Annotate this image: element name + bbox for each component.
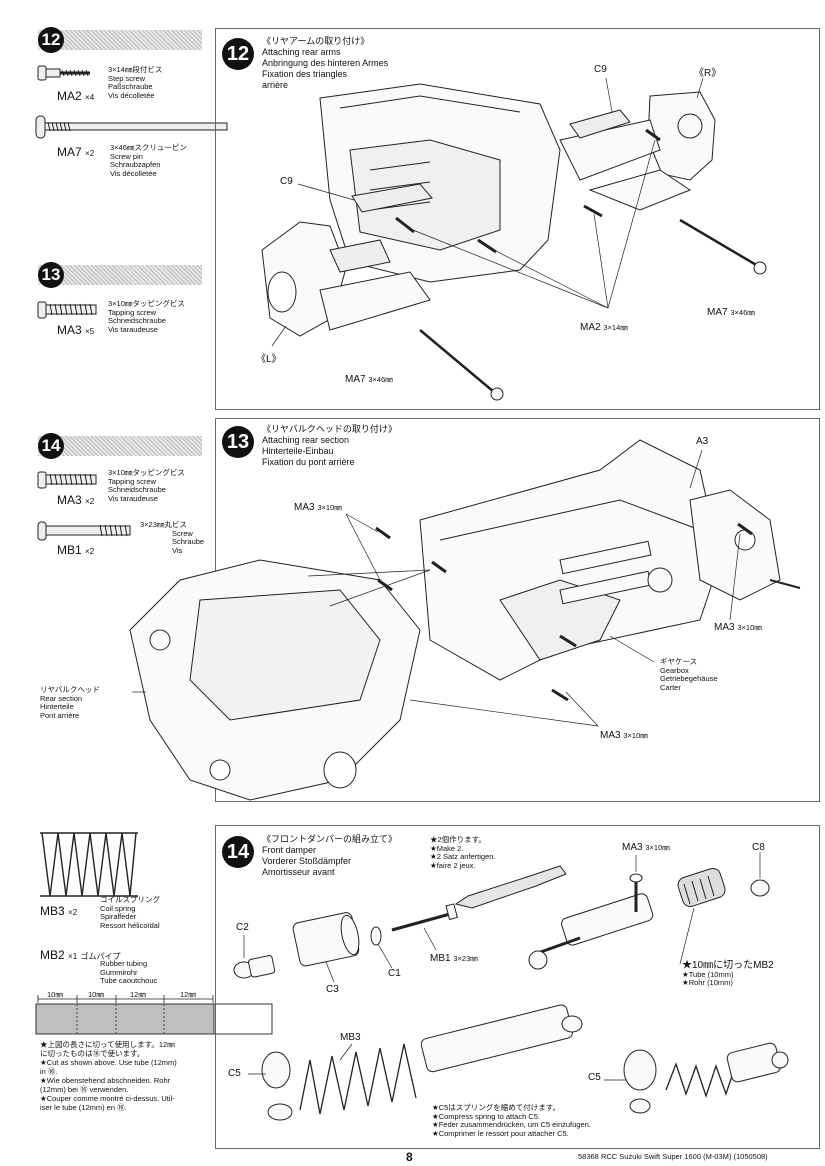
label-ma7: MA7 3×46㎜ [707, 307, 755, 318]
part-desc-ma3: 3×10㎜タッピングビス Tapping screw Schneidschrau… [108, 299, 185, 334]
label-a3: A3 [696, 436, 709, 447]
label-ma2: MA2 3×14㎜ [580, 322, 628, 333]
part-desc-ma2: 3×14㎜段付ビス Step screw Paßschraube Vis déc… [108, 65, 163, 100]
part-code-mb3: MB3 ×2 [40, 904, 78, 918]
label-ma3: MA3 3×10㎜ [600, 730, 648, 741]
tapping-screw-icon [37, 471, 97, 489]
label-c8: C8 [752, 842, 765, 853]
step-header-bar [38, 30, 202, 50]
model-code: 58368 RCC Suzuki Swift Super 1600 (M-03M… [578, 1152, 768, 1161]
part-code-ma2: MA2 ×4 [57, 89, 95, 103]
tapping-screw-icon [37, 301, 97, 319]
part-code-ma3: MA3 ×5 [57, 323, 95, 337]
compress-spring-note: ★C5はスプリングを縮めて付けます。 ★Compress spring to a… [432, 1103, 591, 1138]
part-desc-mb3: コイルスプリング Coil spring Spiralfeder Ressort… [100, 895, 160, 930]
step-12-title: 《リヤアームの取り付け》 Attaching rear arms Anbring… [262, 36, 389, 90]
cut-length-label: 10㎜ [88, 990, 104, 999]
part-code-mb2: MB2 ×1 ゴムパイプ [40, 948, 121, 962]
label-c2: C2 [236, 922, 249, 933]
label-ma3: MA3 3×10㎜ [294, 502, 342, 513]
cut-length-label: 12㎜ [130, 990, 146, 999]
label-ma7: MA7 3×46㎜ [345, 374, 393, 385]
part-desc-mb1: 3×23㎜丸ビス Screw Schraube Vis [140, 520, 205, 555]
step-header-bar [38, 265, 202, 285]
label-c9: C9 [280, 176, 293, 187]
step-14-panel [215, 825, 820, 1149]
part-desc-ma3: 3×10㎜タッピングビス Tapping screw Schneidschrau… [108, 468, 185, 503]
step-14-title: 《フロントダンパーの組み立て》 Front damper Vorderer St… [262, 834, 398, 877]
step-number-badge: 13 [222, 426, 254, 458]
step-number-badge: 14 [222, 836, 254, 868]
label-rear-section: リヤバルクヘッド Rear section Hinterteile Pont a… [40, 685, 100, 720]
label-right: 《R》 [694, 68, 722, 79]
step-number-badge: 12 [222, 38, 254, 70]
label-c5: C5 [588, 1072, 601, 1083]
rubber-tube-icon [35, 1003, 215, 1035]
label-left: 《L》 [256, 354, 282, 365]
round-screw-icon [37, 521, 131, 541]
step-12-panel [215, 28, 820, 410]
cut-length-label: 12㎜ [180, 990, 196, 999]
cut-dimension-lines [37, 995, 214, 1003]
make-two-note: ★2個作ります。 ★Make 2. ★2 Satz anfertigen. ★f… [430, 835, 496, 870]
part-desc-mb2: Rubber tubing Gummirohr Tube caoutchouc [100, 959, 158, 985]
label-mb3: MB3 [340, 1032, 361, 1043]
part-code-ma3: MA3 ×2 [57, 493, 95, 507]
label-ma3: MA3 3×10㎜ [622, 842, 670, 853]
label-c5: C5 [228, 1068, 241, 1079]
part-desc-ma7: 3×46㎜スクリューピン Screw pin Schraubzapfen Vis… [110, 143, 187, 178]
page-number: 8 [406, 1150, 413, 1164]
label-c9: C9 [594, 64, 607, 75]
label-c1: C1 [388, 968, 401, 979]
screw-pin-icon [35, 115, 228, 139]
label-gearbox: ギヤケース Gearbox Getriebegehäuse Carter [660, 657, 718, 692]
label-c3: C3 [326, 984, 339, 995]
part-code-mb1: MB1 ×2 [57, 543, 95, 557]
coil-spring-icon [40, 832, 138, 897]
step-header-bar [38, 436, 202, 456]
label-mb1: MB1 3×23㎜ [430, 953, 478, 964]
cut-length-label: 10㎜ [47, 990, 63, 999]
step-13-title: 《リヤバルクヘッドの取り付け》 Attaching rear section H… [262, 424, 397, 467]
step-number-badge: 12 [38, 27, 64, 53]
step-number-badge: 14 [38, 433, 64, 459]
label-ma3: MA3 3×10㎜ [714, 622, 762, 633]
cut-note: ★上図の長さに切って使用します。12㎜ に切ったものは⑯で使います。 ★Cut … [40, 1040, 177, 1112]
part-code-ma7: MA7 ×2 [57, 145, 95, 159]
step-number-badge: 13 [38, 262, 64, 288]
label-tube-10mm: ★10㎜に切ったMB2 ★Tube (10mm) ★Rohr (10mm) [682, 960, 774, 987]
step-screw-icon [37, 65, 90, 81]
